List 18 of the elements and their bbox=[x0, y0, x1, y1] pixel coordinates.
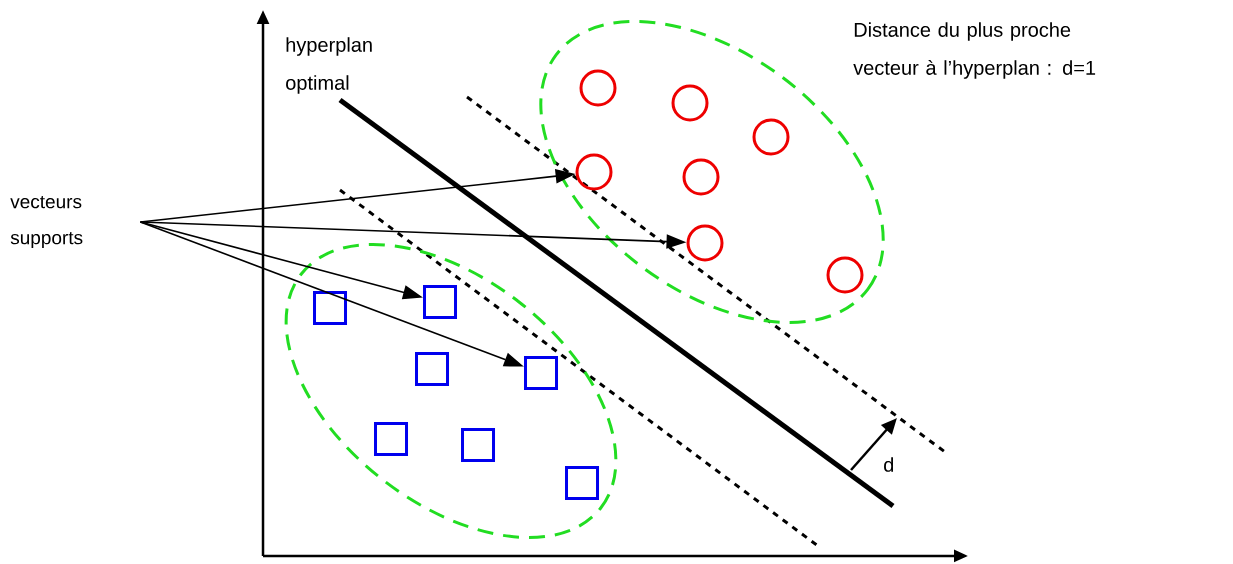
note-text: Distance du plus proche vecteur à l’hyperplan : d=1 bbox=[853, 22, 1096, 79]
hyperplane-label: hyperplan optimal bbox=[286, 37, 372, 94]
square-point bbox=[415, 352, 449, 386]
circle-point bbox=[671, 84, 709, 122]
circle-point bbox=[682, 158, 720, 196]
circle-point bbox=[579, 69, 617, 107]
text-label: vecteurs supports bbox=[10, 195, 83, 249]
square-point bbox=[374, 422, 408, 456]
circle-point bbox=[686, 224, 724, 262]
square-point bbox=[461, 428, 495, 462]
square-point bbox=[524, 356, 558, 390]
square-point bbox=[565, 466, 599, 500]
circle-point bbox=[575, 153, 613, 191]
circle-point bbox=[826, 256, 864, 294]
circle-point bbox=[752, 118, 790, 156]
square-point bbox=[313, 291, 347, 325]
dimension-label: d bbox=[884, 457, 894, 472]
square-point bbox=[423, 285, 457, 319]
